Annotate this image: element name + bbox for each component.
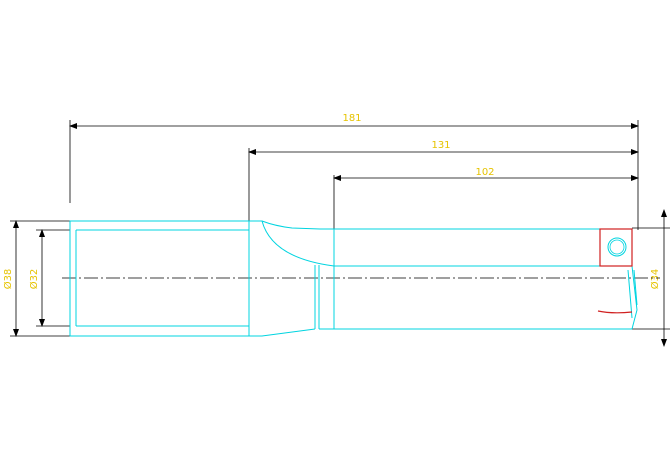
neck-bottom (249, 328, 316, 337)
left-diameter-dims (10, 220, 70, 337)
lower-insert-edge (597, 310, 633, 314)
tip-outline (600, 265, 638, 330)
dim-label-181: 181 (342, 113, 361, 124)
dim-label-32: Ø32 (28, 269, 40, 290)
insert (597, 228, 633, 314)
insert-body (599, 228, 633, 267)
dimension-lines (69, 120, 639, 230)
right-diameter-dim (632, 209, 670, 347)
shank-body (69, 220, 250, 337)
tip-lines (627, 269, 638, 319)
dim-label-38: Ø38 (2, 269, 14, 290)
neck-top-curve (249, 220, 321, 230)
dim-label-102: 102 (475, 167, 494, 178)
dim-label-34: Ø34 (649, 269, 661, 290)
neck-inner-curve (261, 220, 335, 267)
tool-outline (69, 220, 638, 337)
insert-screw (607, 237, 627, 257)
insert-screw-inner (609, 239, 625, 255)
dim-label-131: 131 (431, 140, 450, 151)
